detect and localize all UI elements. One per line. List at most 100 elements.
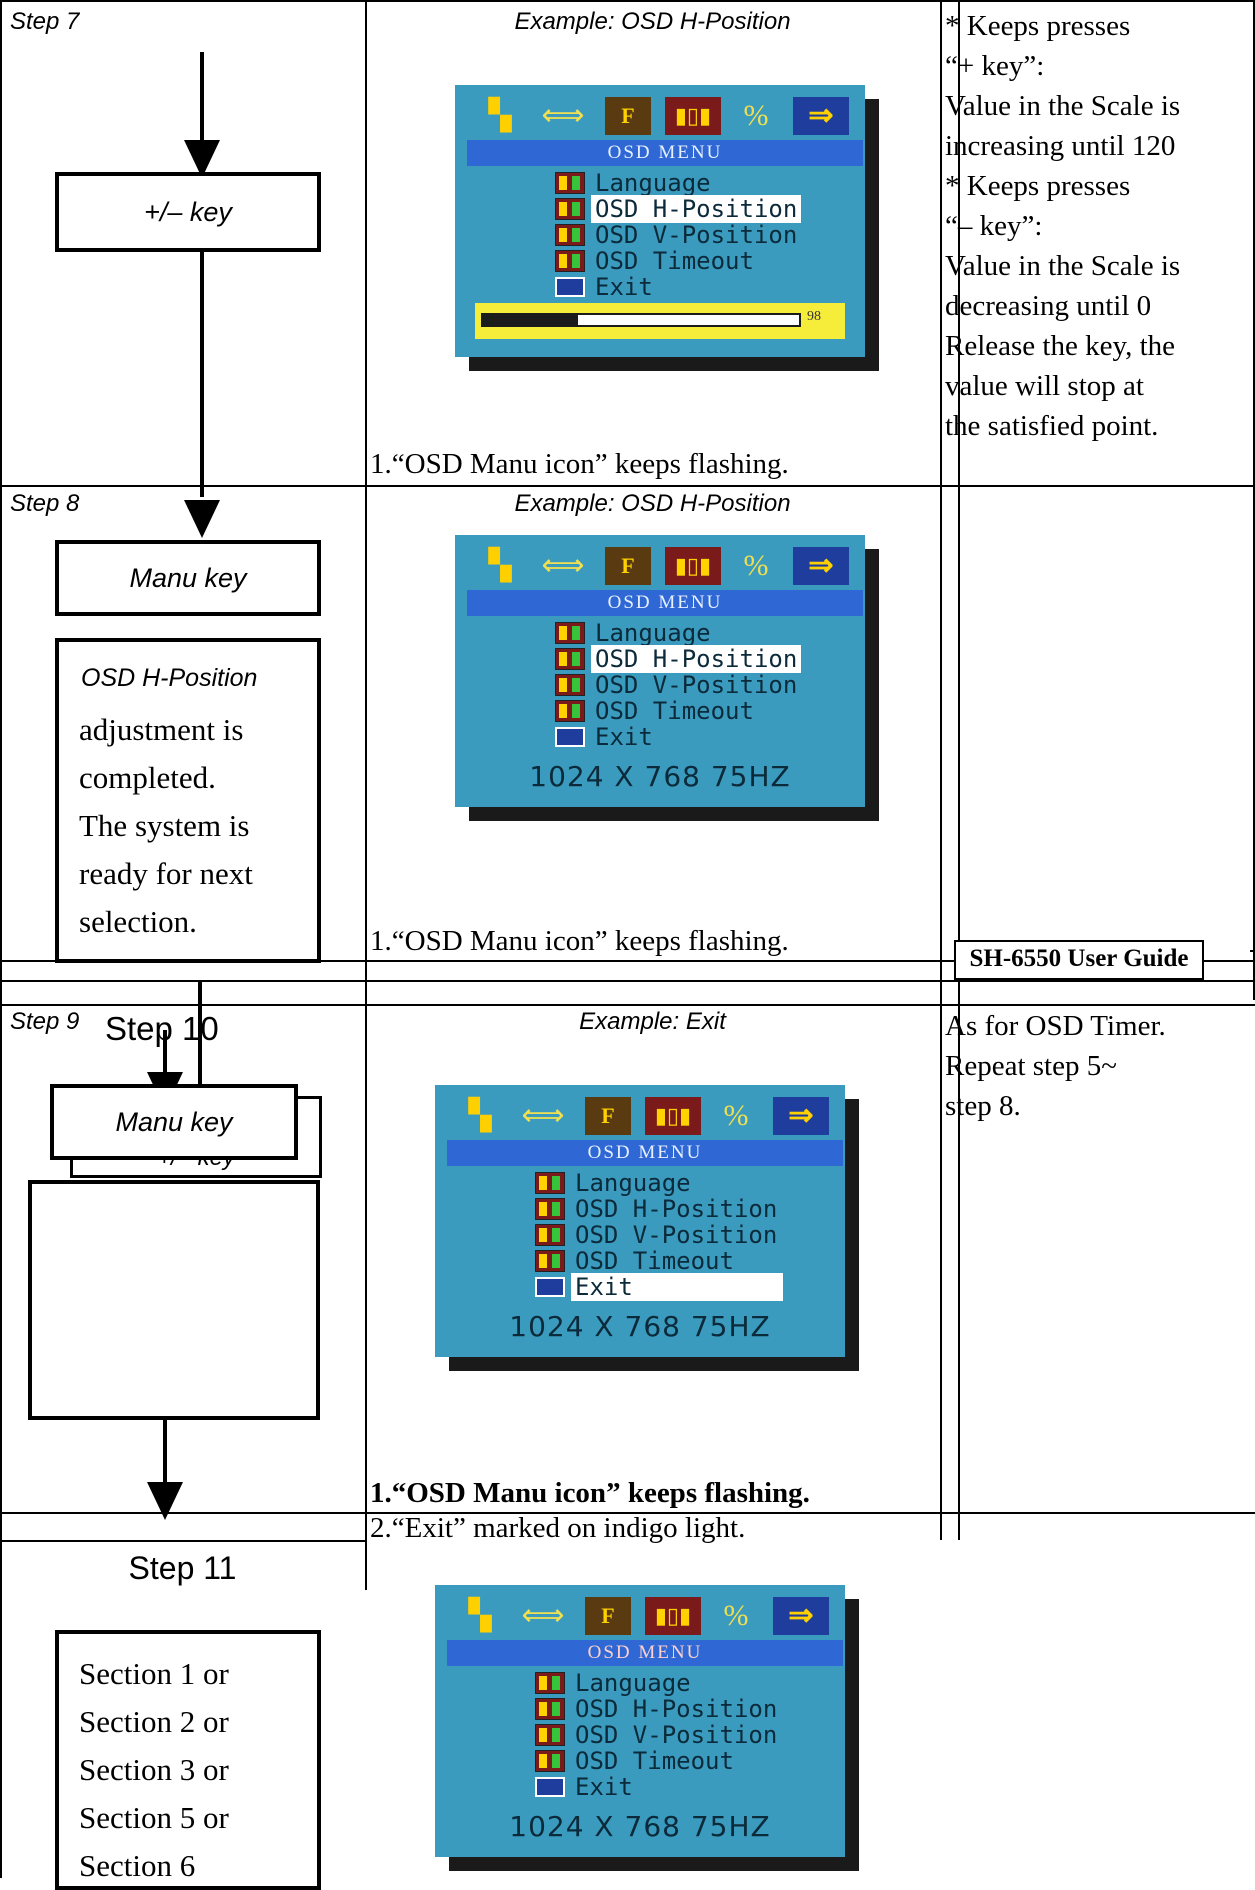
osd-scale-bar: 98 [475,303,845,339]
exit-arrow-icon: ⇒ [793,547,849,585]
osd-icon-bar: ▚ ⟺ F ▮▯▮ % ⇒ [475,547,855,589]
manu-key-box: Manu key [50,1084,298,1160]
plus-minus-key-label: +/– key [144,197,232,227]
function-icon: F [585,1097,631,1135]
note-line: * Keeps presses [945,170,1131,202]
sections-box: Section 1 or Section 2 or Section 3 or S… [55,1630,321,1890]
osd-icon-bar: ▚ ⟺ F ▮▯▮ % ⇒ [475,97,855,139]
osd-icon: ▮▯▮ [665,97,721,135]
osd-item-timeout: OSD Timeout [555,697,758,725]
status-line: adjustment is [79,712,244,747]
note-line: Value in the Scale is [945,250,1181,282]
step8-example-title: Example: OSD H-Position [514,490,791,517]
osd-item-exit: Exit [555,273,657,301]
section-line: Section 2 or [79,1704,229,1739]
color-icon: ▚ [468,1099,492,1132]
note-line: * Keeps presses [945,10,1131,42]
note-line: decreasing until 0 [945,290,1152,322]
status-text: adjustment is completed. The system is r… [79,706,253,946]
flow-arrow [200,52,204,162]
step8-label: Step 8 [10,490,80,517]
osd-screen: ▚ ⟺ F ▮▯▮ % ⇒ OSD MENU Language OSD H-Po… [455,535,879,821]
osd-item-exit: Exit [535,1773,637,1801]
osd-item-language: Language [535,1669,695,1697]
status-line: completed. [79,760,216,795]
osd-item-v-position: OSD V-Position [535,1221,781,1249]
function-icon: F [605,547,651,585]
osd-item-language: Language [555,619,715,647]
step9-caption: 1.“OSD Manu icon” keeps flashing. [370,1477,810,1509]
step7-caption: 1.“OSD Manu icon” keeps flashing. [370,448,789,480]
section-line: Section 5 or [79,1800,229,1835]
osd-item-language: Language [555,169,715,197]
percent-icon: % [723,1099,749,1132]
osd-title: OSD MENU [467,590,863,616]
flow-line [198,980,202,1090]
flow-arrowhead [184,500,220,538]
color-icon: ▚ [488,549,512,582]
osd-item-exit: Exit [535,1273,783,1301]
osd-screen: ▚ ⟺ F ▮▯▮ % ⇒ OSD MENU Language OSD H-Po… [435,1085,859,1371]
status-line: The system is [79,808,250,843]
scale-value: 98 [807,309,821,324]
osd-icon-bar: ▚ ⟺ F ▮▯▮ % ⇒ [455,1597,835,1639]
step11-label: Step 11 [128,1550,237,1586]
note-line: Value in the Scale is [945,90,1181,122]
exit-arrow-icon: ⇒ [773,1097,829,1135]
osd-icon: ▮▯▮ [665,547,721,585]
note-line: “+ key”: [945,50,1045,82]
percent-icon: % [743,99,769,132]
note-line: increasing until 120 [945,130,1176,162]
osd-title: OSD MENU [447,1140,843,1166]
section-line: Section 6 [79,1848,196,1883]
note-line: Release the key, the [945,330,1176,362]
flow-arrowhead [147,1482,183,1520]
osd-icon: ▮▯▮ [645,1097,701,1135]
exit-arrow-icon: ⇒ [773,1597,829,1635]
osd-title: OSD MENU [467,140,863,166]
step9-example-title: Example: Exit [579,1008,726,1035]
manu-key-box: Manu key [55,540,321,616]
status-line: ready for next [79,856,253,891]
osd-title: OSD MENU [447,1640,843,1666]
sections-text: Section 1 or Section 2 or Section 3 or S… [79,1650,229,1890]
manu-key-label: Manu key [115,1107,233,1137]
osd-item-language: Language [535,1169,695,1197]
scale-fill [483,315,578,325]
note-line: “– key”: [945,210,1043,242]
color-icon: ▚ [468,1599,492,1632]
function-icon: F [585,1597,631,1635]
manu-key-label: Manu key [129,563,247,593]
osd-item-timeout: OSD Timeout [535,1247,738,1275]
osd-item-v-position: OSD V-Position [555,671,801,699]
flow-line [163,1030,167,1080]
percent-icon: % [743,549,769,582]
position-icon: ⟺ [521,1599,565,1632]
position-icon: ⟺ [541,549,585,582]
osd-item-v-position: OSD V-Position [555,221,801,249]
step7-example-title: Example: OSD H-Position [514,8,791,35]
step8-caption: 1.“OSD Manu icon” keeps flashing. [370,925,789,957]
status-title: OSD H-Position [81,664,258,692]
osd-screen: ▚ ⟺ F ▮▯▮ % ⇒ OSD MENU Language OSD H-Po… [455,85,879,371]
osd-icon-bar: ▚ ⟺ F ▮▯▮ % ⇒ [455,1097,835,1139]
osd-item-h-position: OSD H-Position [555,645,802,673]
step9-notes: As for OSD Timer. Repeat step 5~ step 8. [945,1006,1166,1126]
osd-resolution: 1024 X 768 75HZ [509,1810,771,1843]
note-line: the satisfied point. [945,410,1159,442]
step7-label: Step 7 [10,8,80,35]
function-icon: F [605,97,651,135]
note-line: value will stop at [945,370,1144,402]
percent-icon: % [723,1599,749,1632]
section-line: Section 3 or [79,1752,229,1787]
osd-resolution: 1024 X 768 75HZ [529,760,791,793]
exit-arrow-icon: ⇒ [793,97,849,135]
position-icon: ⟺ [521,1099,565,1132]
footer-guide-label: SH-6550 User Guide [954,940,1204,980]
status-box: OSD H-Position adjustment is completed. … [55,638,321,963]
status-line: selection. [79,904,197,939]
osd-item-timeout: OSD Timeout [555,247,758,275]
osd-item-timeout: OSD Timeout [535,1747,738,1775]
step9-caption-2: 2.“Exit” marked on indigo light. [370,1512,746,1544]
position-icon: ⟺ [541,99,585,132]
